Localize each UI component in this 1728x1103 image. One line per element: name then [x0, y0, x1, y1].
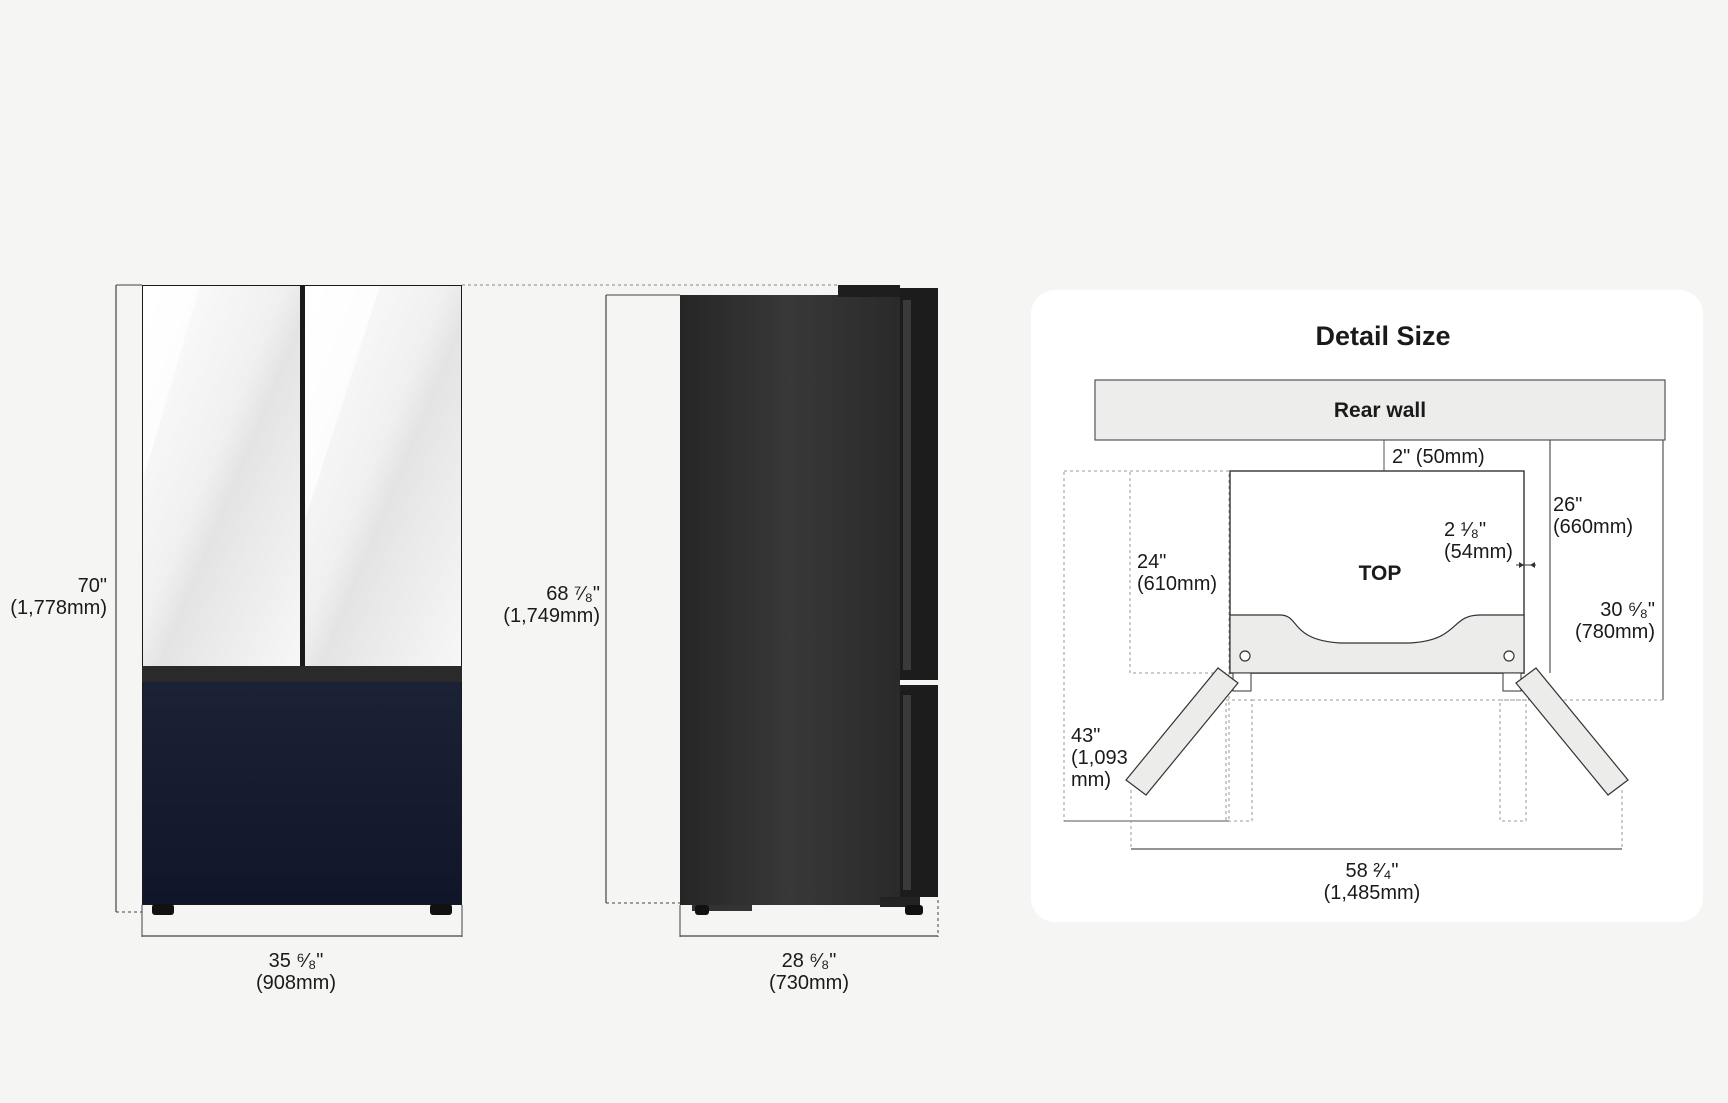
door-open-mm-2: mm)	[1071, 769, 1111, 791]
side-depth-mm: (730mm)	[769, 972, 849, 994]
left-door-reflection	[143, 286, 200, 480]
rear-wall	[1094, 379, 1666, 441]
rear-wall-label: Rear wall	[1334, 399, 1426, 422]
front-height-mm: (1,778mm)	[10, 597, 107, 619]
side-height-mm: (1,749mm)	[503, 605, 600, 627]
side-body	[680, 295, 900, 905]
width-open-mm: (1,485mm)	[1324, 882, 1421, 904]
side-foot-front	[905, 905, 923, 915]
rear-gap-label: 2" (50mm)	[1392, 446, 1485, 468]
side-gap-arrowhead-right	[1530, 562, 1535, 568]
side-foot-bracket	[880, 897, 920, 907]
side-handle-upper	[903, 300, 911, 670]
door-open-mm-1: (1,093	[1071, 747, 1128, 769]
depth-30-in: 30 ⁶⁄₈"	[1600, 599, 1655, 621]
door-profile	[1229, 614, 1525, 674]
side-hinge-top	[838, 285, 900, 297]
door-divider	[142, 666, 462, 682]
depth-24-mm: (610mm)	[1137, 573, 1217, 595]
side-handle-lower	[903, 695, 911, 890]
open-door-left	[1125, 667, 1239, 796]
side-view: 68 ⁷⁄₈" (1,749mm) 28 ⁶⁄₈" (730mm)	[503, 285, 939, 994]
side-foot-rear	[695, 905, 709, 915]
hinge-right-icon	[1503, 650, 1515, 662]
side-depth-in: 28 ⁶⁄₈"	[782, 950, 837, 972]
front-view: 70" (1,778mm) 35 ⁶⁄₈" (908mm)	[10, 284, 838, 994]
side-gap-in: 2 ¹⁄₈"	[1444, 519, 1486, 541]
depth-24-in: 24"	[1137, 551, 1166, 573]
width-open-in: 58 ²⁄₄"	[1345, 860, 1398, 882]
depth-26-in: 26"	[1553, 494, 1582, 516]
right-door-reflection	[305, 286, 380, 520]
detail-title: Detail Size	[1315, 321, 1450, 351]
door-swing-guide-left	[1063, 470, 1230, 822]
side-gap-mm: (54mm)	[1444, 541, 1513, 563]
depth-26-mm: (660mm)	[1553, 516, 1633, 538]
top-label: TOP	[1359, 562, 1402, 585]
front-width-mm: (908mm)	[256, 972, 336, 994]
depth-30-mm: (780mm)	[1575, 621, 1655, 643]
open-door-right	[1515, 667, 1629, 796]
front-foot-right	[430, 904, 452, 915]
drawer-guide-right	[1499, 699, 1527, 822]
side-base	[692, 905, 752, 911]
front-foot-left	[152, 904, 174, 915]
hinge-left-icon	[1239, 650, 1251, 662]
lower-drawer	[143, 682, 461, 904]
detail-panel: Detail Size Rear wall 2" (50mm) 26" (660…	[1031, 290, 1703, 922]
front-width-in: 35 ⁶⁄₈"	[269, 950, 324, 972]
side-height-in: 68 ⁷⁄₈"	[546, 583, 600, 605]
front-height-in: 70"	[78, 575, 107, 597]
drawer-guide-left	[1225, 699, 1253, 822]
door-open-in: 43"	[1071, 725, 1100, 747]
side-gap-arrowhead-left	[1519, 562, 1524, 568]
